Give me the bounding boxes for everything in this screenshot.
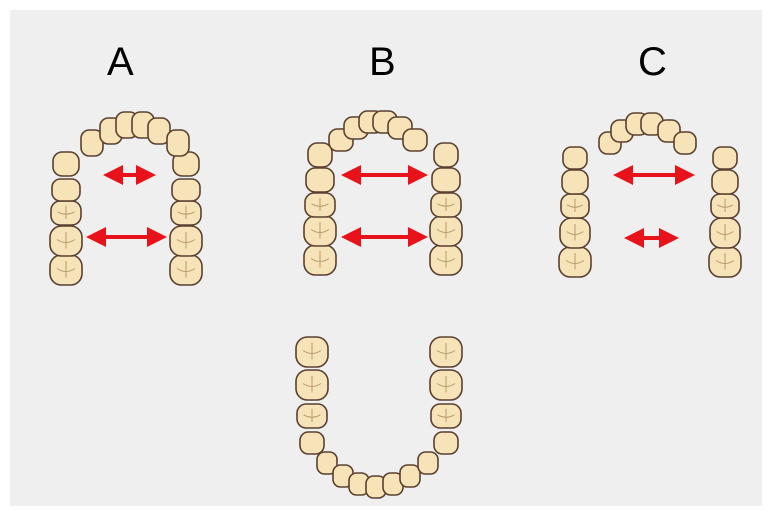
lower-left-tooth-4: [300, 432, 324, 454]
lower-arch: [296, 337, 462, 498]
arch-b-front-tooth-6: [403, 129, 427, 151]
arch-a-wide-anterior: [50, 112, 202, 285]
arch-c-wide-posterior: [559, 113, 741, 277]
lower-right-tooth-3: [431, 404, 461, 428]
arch-c-left-tooth-5: [563, 147, 587, 169]
arch-a-left-tooth-4: [52, 179, 80, 201]
arch-c-front-tooth-6: [674, 132, 696, 154]
arch-a-left-tooth-3: [51, 201, 81, 225]
arch-a-left-tooth-2: [50, 226, 82, 256]
arch-b-left-tooth-1: [304, 245, 336, 275]
arch-b-normal: [304, 111, 462, 275]
lower-right-tooth-2: [430, 370, 462, 400]
arch-b-right-tooth-2: [430, 216, 462, 246]
arch-a-right-tooth-2: [170, 226, 202, 256]
arch-c-left-tooth-2: [560, 218, 590, 248]
lower-right-tooth-1: [430, 337, 462, 367]
arch-b-right-tooth-3: [431, 193, 461, 217]
arch-c-left-tooth-4: [562, 170, 588, 194]
arch-c-right-tooth-3: [711, 194, 739, 218]
lower-left-tooth-2: [296, 370, 328, 400]
arch-a-front-tooth-6: [167, 130, 189, 156]
arch-a-left-tooth-5: [53, 152, 79, 176]
arch-b-left-tooth-2: [304, 216, 336, 246]
arch-c-left-tooth-3: [561, 194, 589, 218]
arch-a-left-tooth-1: [50, 255, 82, 285]
lower-left-tooth-1: [296, 337, 328, 367]
arch-c-right-tooth-2: [710, 218, 740, 248]
arch-a-right-tooth-1: [170, 255, 202, 285]
arch-b-right-tooth-4: [432, 168, 460, 192]
arch-c-right-tooth-5: [713, 147, 737, 169]
arch-c-right-tooth-4: [712, 170, 738, 194]
arch-a-right-tooth-3: [171, 201, 201, 225]
arch-c-right-tooth-1: [709, 247, 741, 277]
arch-a-right-tooth-4: [172, 179, 200, 201]
lower-right-tooth-4: [434, 432, 458, 454]
arch-b-left-tooth-5: [308, 143, 332, 167]
arch-b-right-tooth-5: [434, 143, 458, 167]
lower-front-tooth-6: [400, 465, 420, 487]
arch-c-left-tooth-1: [559, 247, 591, 277]
arch-b-right-tooth-1: [430, 245, 462, 275]
lower-front-tooth-7: [418, 452, 438, 474]
arch-b-left-tooth-4: [306, 168, 334, 192]
lower-left-tooth-3: [297, 404, 327, 428]
arch-b-left-tooth-3: [305, 193, 335, 217]
